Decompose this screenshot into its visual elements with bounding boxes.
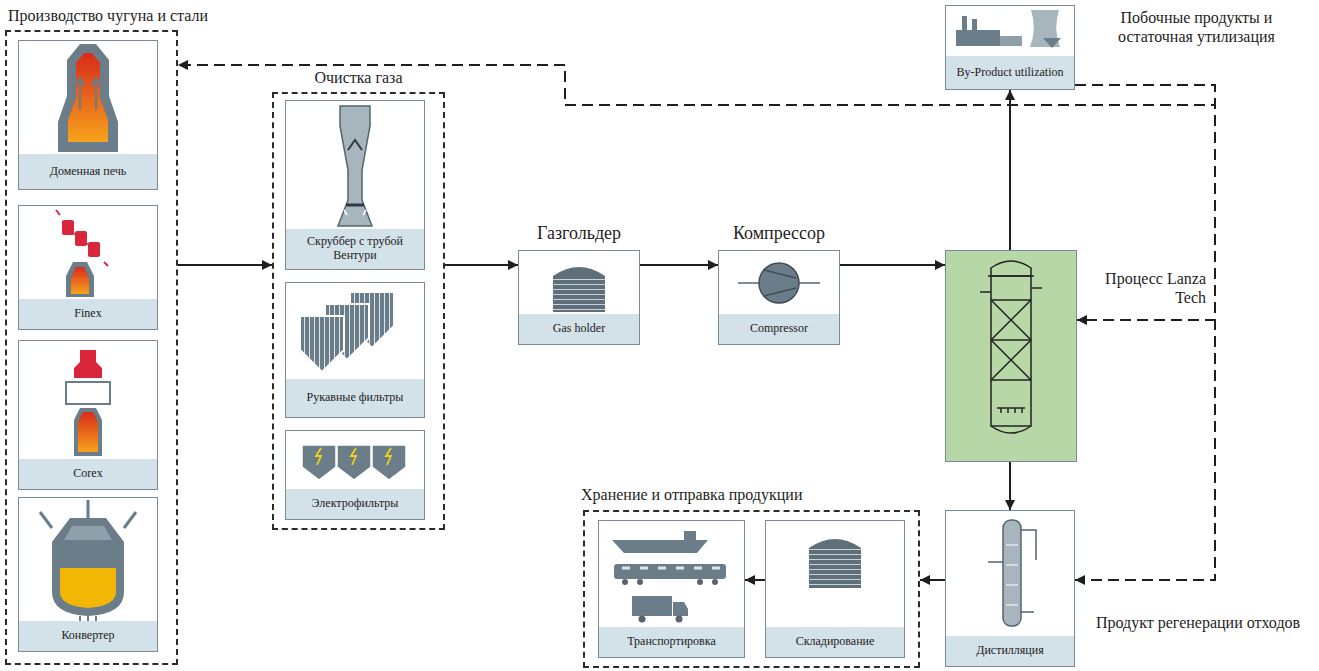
node-heading: Процесс Lanza Tech [1083,269,1206,307]
equipment-box: Скруббер с трубой Вентури [285,100,425,270]
electrostatic-filter-icon [302,445,406,480]
recycle-arrow [178,65,1215,105]
flow-arrow [445,264,518,266]
node-label: Finex [19,299,157,329]
reactor-box: Процесс Lanza Tech [945,250,1077,462]
group-box: Хранение и отправка продукцииТранспортир… [583,510,920,668]
recycle-arrow [1075,85,1215,580]
flow-arrow [640,264,718,266]
flow-arrow [1009,462,1011,510]
group-box: Очистка газаСкруббер с трубой ВентуриРук… [272,92,445,530]
equipment-box: Побочные продукты и остаточная утилизаци… [945,5,1075,90]
flow-arrow [745,579,765,581]
node-label: Транспортировка [599,627,744,657]
flow-arrow [178,264,272,266]
stream-label: Продукт регенерации отходов [1088,613,1308,632]
node-label: Дистилляция [946,636,1074,666]
finex-icon [56,210,108,297]
node-heading: Производство чугуна и стали [8,6,208,25]
process-box: Finex [18,205,158,330]
recycle-arrow [1075,85,1215,320]
node-heading: Газгольдер [489,223,669,245]
gas-holder-icon [553,267,605,312]
equipment-box: КомпрессорCompressor [718,250,840,345]
node-label: By-Product utilization [946,56,1074,89]
node-heading: Очистка газа [274,68,443,87]
storage-tank-icon [809,539,861,588]
process-box: Складирование [765,520,905,658]
node-heading: Хранение и отправка продукции [581,485,802,504]
node-label: Рукавные фильтры [286,379,424,417]
node-label: Corex [19,459,157,489]
flow-arrow [1009,90,1011,250]
venturi-scrubber-icon [338,106,372,226]
byproduct-plant-icon [956,10,1061,48]
converter-icon [40,500,136,626]
flow-arrow [840,264,945,266]
equipment-box: Электрофильтры [285,430,425,520]
transport-icon [612,531,726,623]
corex-icon [66,350,110,456]
process-box: Транспортировка [598,520,745,658]
node-label: Compressor [719,314,839,344]
node-label: Электрофильтры [286,489,424,519]
group-box: Производство чугуна и сталиДоменная печь… [5,30,178,665]
node-label: Доменная печь [19,154,157,189]
equipment-box: Рукавные фильтры [285,282,425,418]
bag-filter-icon [300,292,394,372]
node-label: Gas holder [519,314,639,344]
flow-arrow [920,579,945,581]
process-box: Конвертер [18,497,158,652]
equipment-box: ГазгольдерGas holder [518,250,640,345]
node-heading: Побочные продукты и остаточная утилизаци… [1084,8,1309,46]
node-heading: Компрессор [689,223,869,245]
node-label: Конвертер [19,621,157,651]
equipment-box: Дистилляция [945,510,1075,667]
process-box: Corex [18,340,158,490]
node-label: Складирование [766,627,904,657]
process-box: Доменная печь [18,40,158,190]
bioreactor-icon [980,261,1042,433]
node-label: Скруббер с трубой Вентури [286,229,424,269]
distillation-column-icon [988,520,1036,626]
compressor-icon [738,263,820,303]
blast-furnace-icon [58,44,118,152]
